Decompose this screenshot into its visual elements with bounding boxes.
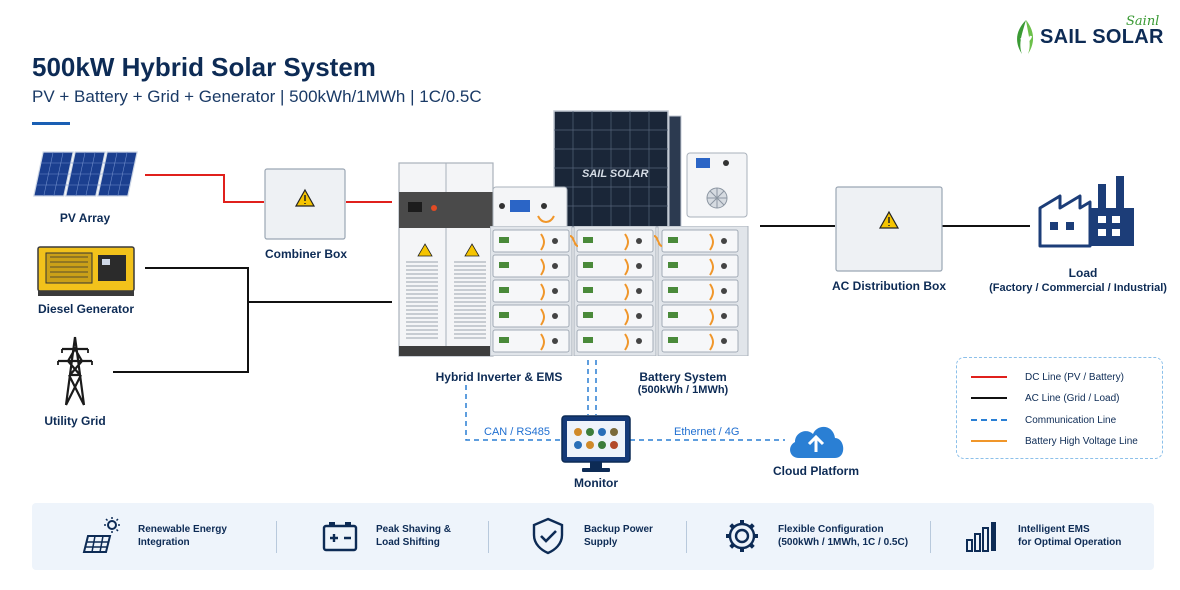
legend-box: DC Line (PV / Battery) AC Line (Grid / L… (956, 357, 1163, 459)
legend-swatch-ac (971, 397, 1007, 399)
ac-line-generator (145, 267, 249, 302)
legend-swatch-battery-hv (971, 440, 1007, 442)
feature-text: Peak Shaving & Load Shifting (376, 524, 452, 548)
cloud-platform-label: Cloud Platform (773, 464, 859, 478)
legend-item-comm: Communication Line (971, 413, 1116, 427)
feature-text: Backup Power Supply (584, 524, 653, 548)
ac-line-grid (113, 302, 249, 373)
legend-item-dc: DC Line (PV / Battery) (971, 370, 1124, 384)
load-label: Load (1068, 266, 1098, 280)
feature-flexible: Flexible Configuration (500kWh / 1MWh, 1… (722, 513, 908, 559)
battery-capacity-label: (500kWh / 1MWh) (637, 384, 729, 396)
legend-label: Communication Line (1025, 414, 1117, 426)
feature-divider (276, 521, 277, 553)
solar-panel-sun-icon (82, 517, 120, 553)
feature-peak-shaving: Peak Shaving & Load Shifting (320, 513, 451, 559)
battery-racks-icon (490, 226, 749, 356)
feature-backup: Backup Power Supply (528, 513, 653, 559)
feature-divider (930, 521, 931, 553)
monitor-label: Monitor (574, 476, 618, 490)
dc-line-pv (145, 174, 264, 203)
solar-panel-icon (553, 110, 682, 228)
combiner-box-label: Combiner Box (264, 247, 347, 261)
brand-script: Sainl (1126, 14, 1160, 29)
page-title: 500kW Hybrid Solar System (32, 52, 376, 82)
sail-solar-logo-icon (1017, 20, 1034, 54)
feature-divider (488, 521, 489, 553)
pv-array-icon (33, 151, 138, 197)
utility-grid-label: Utility Grid (44, 414, 106, 428)
pv-array-label: PV Array (59, 211, 111, 225)
legend-label: DC Line (PV / Battery) (1025, 371, 1124, 383)
battery-plus-icon (322, 522, 358, 552)
load-types-label: (Factory / Commercial / Industrial) (989, 282, 1167, 294)
title-underline (32, 122, 70, 125)
diesel-generator-icon (37, 246, 135, 296)
pcs-controller-icon (492, 186, 568, 232)
transmission-tower-icon (57, 336, 93, 406)
cloud-upload-icon (790, 426, 844, 458)
feature-renewable: Renewable Energy Integration (82, 513, 227, 559)
feature-ems: Intelligent EMS for Optimal Operation (962, 513, 1121, 559)
bar-chart-icon (966, 522, 996, 552)
ac-distribution-box-icon (835, 186, 943, 272)
legend-swatch-comm (971, 419, 1007, 421)
feature-text: Intelligent EMS for Optimal Operation (1018, 524, 1122, 548)
page-subtitle: PV + Battery + Grid + Generator | 500kWh… (32, 87, 482, 106)
gear-icon (726, 520, 758, 552)
hybrid-inverter-label: Hybrid Inverter & EMS (435, 370, 563, 384)
legend-swatch-dc (971, 376, 1007, 378)
ethernet-4g-label: Ethernet / 4G (674, 426, 740, 438)
feature-bar: Renewable Energy Integration Peak Shavin… (32, 503, 1154, 570)
legend-label: Battery High Voltage Line (1025, 435, 1138, 447)
legend-label: AC Line (Grid / Load) (1025, 392, 1120, 404)
bms-controller-icon (686, 152, 748, 218)
hybrid-inverter-cabinet-icon (398, 162, 494, 357)
monitor-icon (561, 415, 631, 472)
legend-item-ac: AC Line (Grid / Load) (971, 391, 1120, 405)
feature-text: Flexible Configuration (500kWh / 1MWh, 1… (778, 524, 909, 548)
battery-system-label: Battery System (639, 370, 727, 384)
ac-distribution-box-label: AC Distribution Box (832, 279, 946, 293)
factory-icon (1038, 176, 1134, 248)
can-rs485-label: CAN / RS485 (484, 426, 551, 438)
combiner-box-icon (264, 168, 346, 240)
feature-divider (686, 521, 687, 553)
shield-check-icon (532, 517, 564, 555)
panel-brand-text: SAIL SOLAR (582, 168, 649, 180)
comm-line-can (465, 385, 560, 441)
feature-text: Renewable Energy Integration (138, 524, 227, 548)
legend-item-battery-hv: Battery High Voltage Line (971, 434, 1138, 448)
diesel-generator-label: Diesel Generator (37, 302, 135, 316)
brand-name: SAIL SOLAR (1040, 26, 1164, 48)
